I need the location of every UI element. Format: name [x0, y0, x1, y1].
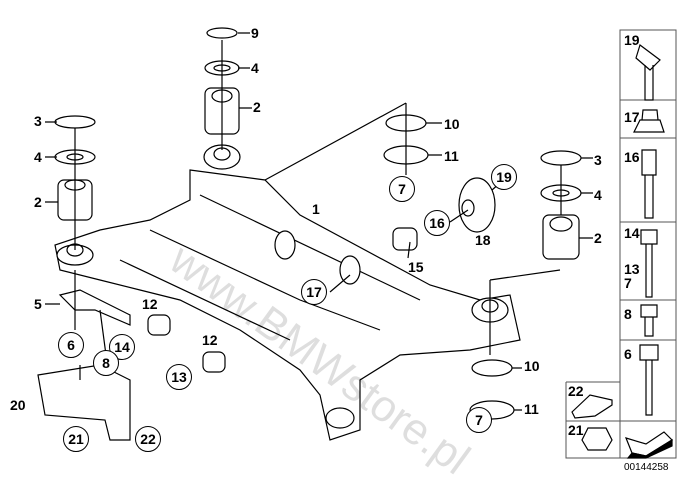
part-label-15: 15 [408, 259, 424, 275]
part-label-5: 5 [34, 296, 42, 312]
part-label-11: 11 [444, 148, 459, 164]
col-label-16: 16 [624, 149, 640, 165]
part-label-1: 1 [312, 201, 320, 217]
bolt-16 [641, 149, 657, 219]
part-label-3: 3 [34, 113, 42, 129]
part-label-4: 4 [594, 187, 602, 203]
part-label-7: 7 [389, 176, 415, 202]
col-label-19: 19 [624, 32, 640, 48]
part-label-9: 9 [251, 25, 259, 41]
part-label-2: 2 [253, 99, 261, 115]
part-label-3: 3 [594, 152, 602, 168]
bolt-6 [639, 344, 659, 416]
col-label-7: 7 [624, 275, 632, 291]
part-label-11: 11 [524, 401, 539, 417]
diagram-code: 00144258 [624, 462, 669, 473]
bolt-14 [640, 229, 658, 298]
col-label-21: 21 [568, 422, 584, 438]
part-label-21: 21 [63, 426, 89, 452]
part-label-10: 10 [524, 358, 540, 374]
col-label-13: 13 [624, 261, 640, 277]
col-label-6: 6 [624, 346, 632, 362]
part-label-18: 18 [475, 232, 491, 248]
part-label-2: 2 [34, 194, 42, 210]
part-label-4: 4 [34, 149, 42, 165]
part-label-8: 8 [93, 350, 119, 376]
col-label-14: 14 [624, 225, 640, 241]
part-label-7: 7 [466, 407, 492, 433]
part-label-20: 20 [10, 397, 26, 413]
part-label-16: 16 [424, 210, 450, 236]
bolt-19 [635, 44, 661, 101]
part-label-6: 6 [58, 332, 84, 358]
subframe-shape [54, 169, 521, 441]
part-label-17: 17 [301, 279, 327, 305]
part-label-2: 2 [594, 230, 602, 246]
col-label-8: 8 [624, 306, 632, 322]
part-label-19: 19 [491, 164, 517, 190]
col-label-17: 17 [624, 109, 640, 125]
bolt-8 [640, 304, 658, 337]
part-label-12: 12 [142, 296, 158, 312]
part-label-10: 10 [444, 116, 460, 132]
nut-17 [633, 109, 665, 133]
clip-22 [571, 394, 613, 419]
part-label-4: 4 [251, 60, 259, 76]
part-label-12: 12 [202, 332, 218, 348]
col-label-22: 22 [568, 383, 584, 399]
part-label-13: 13 [166, 364, 192, 390]
plug-21 [581, 427, 613, 451]
part-label-22: 22 [135, 426, 161, 452]
